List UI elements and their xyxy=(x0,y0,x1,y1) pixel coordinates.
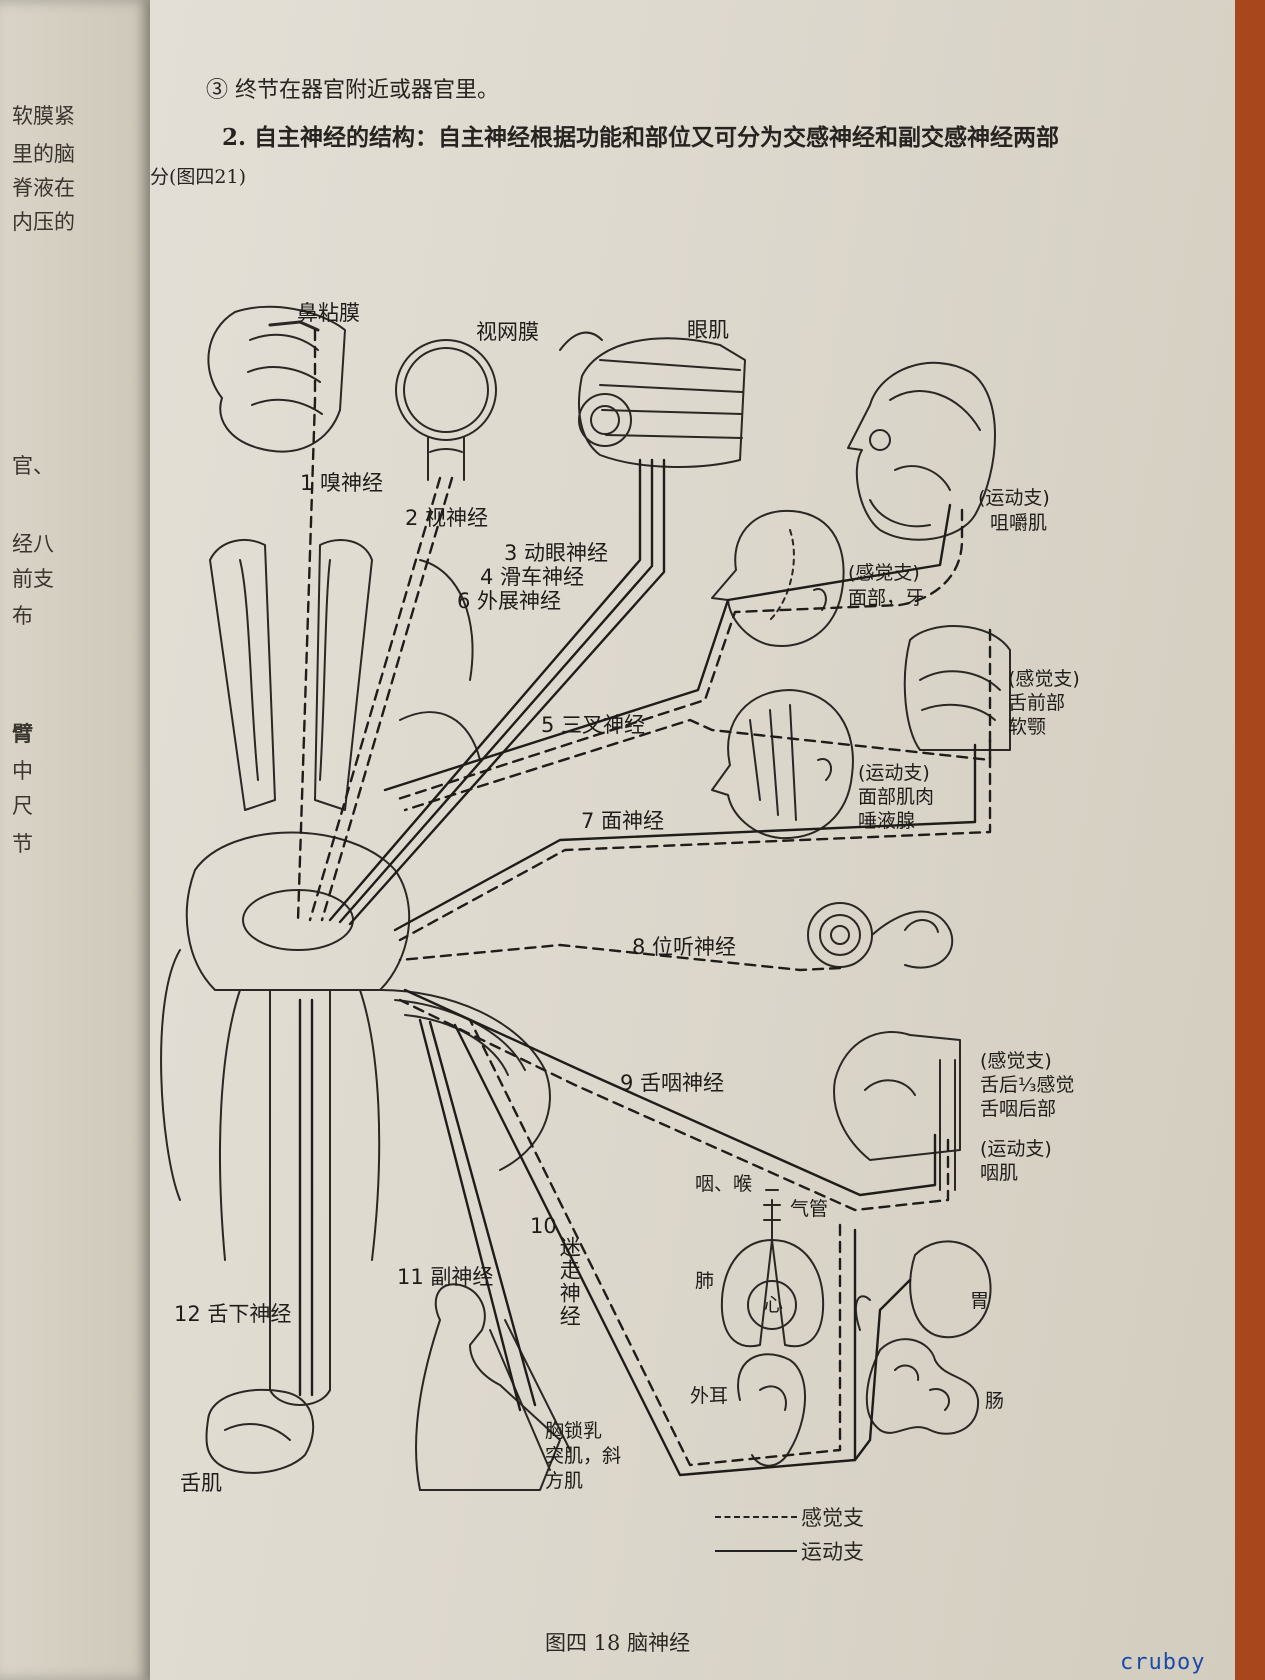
facial-muscles-illustration xyxy=(711,689,854,840)
label-nerve-1: 1 嗅神经 xyxy=(300,471,384,495)
label-posterior-tongue: 舌后⅓感觉 xyxy=(980,1074,1075,1096)
abdomen-illustration xyxy=(854,1240,992,1435)
legend: 感觉支 运动支 xyxy=(715,1500,864,1568)
label-nerve-9: 9 舌咽神经 xyxy=(620,1071,725,1095)
cranial-nerves-diagram xyxy=(160,305,1011,1491)
label-facial-muscles: 面部肌肉 xyxy=(858,786,935,808)
label-tongue-muscle: 舌肌 xyxy=(180,1471,222,1495)
label-trachea: 气管 xyxy=(790,1198,829,1220)
text-line-3: 分(图四21) xyxy=(150,166,247,188)
label-lung: 肺 xyxy=(695,1270,715,1292)
tongue-illustration xyxy=(205,1388,315,1474)
label-nerve-2: 2 视神经 xyxy=(405,506,489,530)
facing-text-fragment: 里的脑 xyxy=(12,142,75,166)
label-retina: 视网膜 xyxy=(476,320,539,344)
facing-page: 软膜紧 里的脑 脊液在 内压的 官、 经八 前支 布 臂 中 尺 节 xyxy=(0,0,172,1680)
text-line-1: ③ 终节在器官附近或器官里。 xyxy=(206,78,499,103)
figure-caption: 图四 18 脑神经 xyxy=(545,1631,691,1655)
label-sensory-branch: (感觉支) xyxy=(848,562,920,584)
label-pharynx-larynx: 咽、喉 xyxy=(695,1173,753,1195)
label-sensory-branch: (感觉支) xyxy=(1008,668,1080,690)
label-motor-branch: (运动支) xyxy=(978,487,1050,509)
facing-text-fragment: 节 xyxy=(12,832,33,856)
label-face-teeth: 面部，牙 xyxy=(848,587,925,609)
neck-illustration xyxy=(415,1283,571,1491)
label-nerve-4: 4 滑车神经 xyxy=(480,565,585,589)
eye-illustration xyxy=(395,339,497,481)
dashed-line-swatch xyxy=(715,1516,797,1518)
label-nerve-10-name: 迷走神经 xyxy=(557,1236,582,1328)
label-anterior-tongue: 舌前部 xyxy=(1008,692,1066,714)
label-scm-3: 方肌 xyxy=(545,1470,584,1492)
eye-muscles-illustration xyxy=(559,331,746,468)
label-stomach: 胃 xyxy=(970,1290,990,1312)
label-nerve-3: 3 动眼神经 xyxy=(504,541,609,565)
label-masticatory-muscle: 咀嚼肌 xyxy=(990,512,1048,534)
facing-text-fragment: 臂 xyxy=(12,721,33,746)
watermark: cruboy xyxy=(1120,1650,1206,1675)
label-external-ear: 外耳 xyxy=(690,1385,729,1407)
label-nerve-8: 8 位听神经 xyxy=(632,935,737,959)
facing-text-fragment: 中 xyxy=(12,759,33,783)
legend-motor-label: 运动支 xyxy=(801,1540,864,1564)
facing-text-fragment: 软膜紧 xyxy=(12,104,75,128)
skull-illustration xyxy=(847,361,996,541)
label-eye-muscle: 眼肌 xyxy=(687,318,729,342)
legend-sensory-label: 感觉支 xyxy=(801,1506,864,1530)
inner-ear-illustration xyxy=(807,902,954,969)
label-intestine: 肠 xyxy=(985,1390,1005,1412)
label-heart: 心 xyxy=(764,1294,784,1316)
label-nerve-12: 12 舌下神经 xyxy=(174,1302,292,1326)
table-edge xyxy=(1235,0,1265,1680)
nose-illustration xyxy=(207,305,346,453)
face-illustration xyxy=(711,509,845,647)
label-posterior-pharynx: 舌咽后部 xyxy=(980,1098,1057,1120)
label-salivary-glands: 唾液腺 xyxy=(858,810,916,832)
label-sensory-branch: (感觉支) xyxy=(980,1050,1052,1072)
label-motor-branch: (运动支) xyxy=(980,1138,1052,1160)
thorax-illustration xyxy=(720,1189,825,1348)
legend-sensory: 感觉支 xyxy=(715,1500,864,1534)
label-scm-1: 胸锁乳 xyxy=(545,1420,603,1442)
label-soft-palate: 软颚 xyxy=(1008,716,1047,738)
book-page xyxy=(150,0,1235,1680)
facing-text-fragment: 尺 xyxy=(12,794,33,818)
label-nerve-5: 5 三叉神经 xyxy=(541,713,646,737)
label-nerve-6: 6 外展神经 xyxy=(457,589,562,613)
label-nerve-11: 11 副神经 xyxy=(397,1265,494,1289)
solid-line-swatch xyxy=(715,1550,797,1552)
facing-text-fragment: 布 xyxy=(12,604,33,628)
nerve-paths xyxy=(296,328,992,1477)
facing-text-fragment: 内压的 xyxy=(12,210,75,234)
external-ear-illustration xyxy=(737,1353,807,1467)
label-pharyngeal-muscle: 咽肌 xyxy=(980,1162,1019,1184)
pharynx-illustration xyxy=(833,1031,961,1191)
text-line-2: 2. 自主神经的结构：自主神经根据功能和部位又可分为交感神经和副交感神经两部 xyxy=(222,124,1060,151)
facing-text-fragment: 脊液在 xyxy=(12,176,75,200)
label-olfactory-membrane: 鼻粘膜 xyxy=(297,301,360,325)
oral-cavity-illustration xyxy=(903,625,1011,751)
facing-text-fragment: 官、 xyxy=(12,454,54,478)
facing-text-fragment: 经八 xyxy=(12,532,54,556)
facing-text-fragment: 前支 xyxy=(12,567,54,591)
label-scm-2: 突肌，斜 xyxy=(545,1445,622,1467)
legend-motor: 运动支 xyxy=(715,1534,864,1568)
label-motor-branch: (运动支) xyxy=(858,762,930,784)
label-nerve-7: 7 面神经 xyxy=(581,809,665,833)
label-nerve-10-number: 10 xyxy=(530,1214,557,1238)
